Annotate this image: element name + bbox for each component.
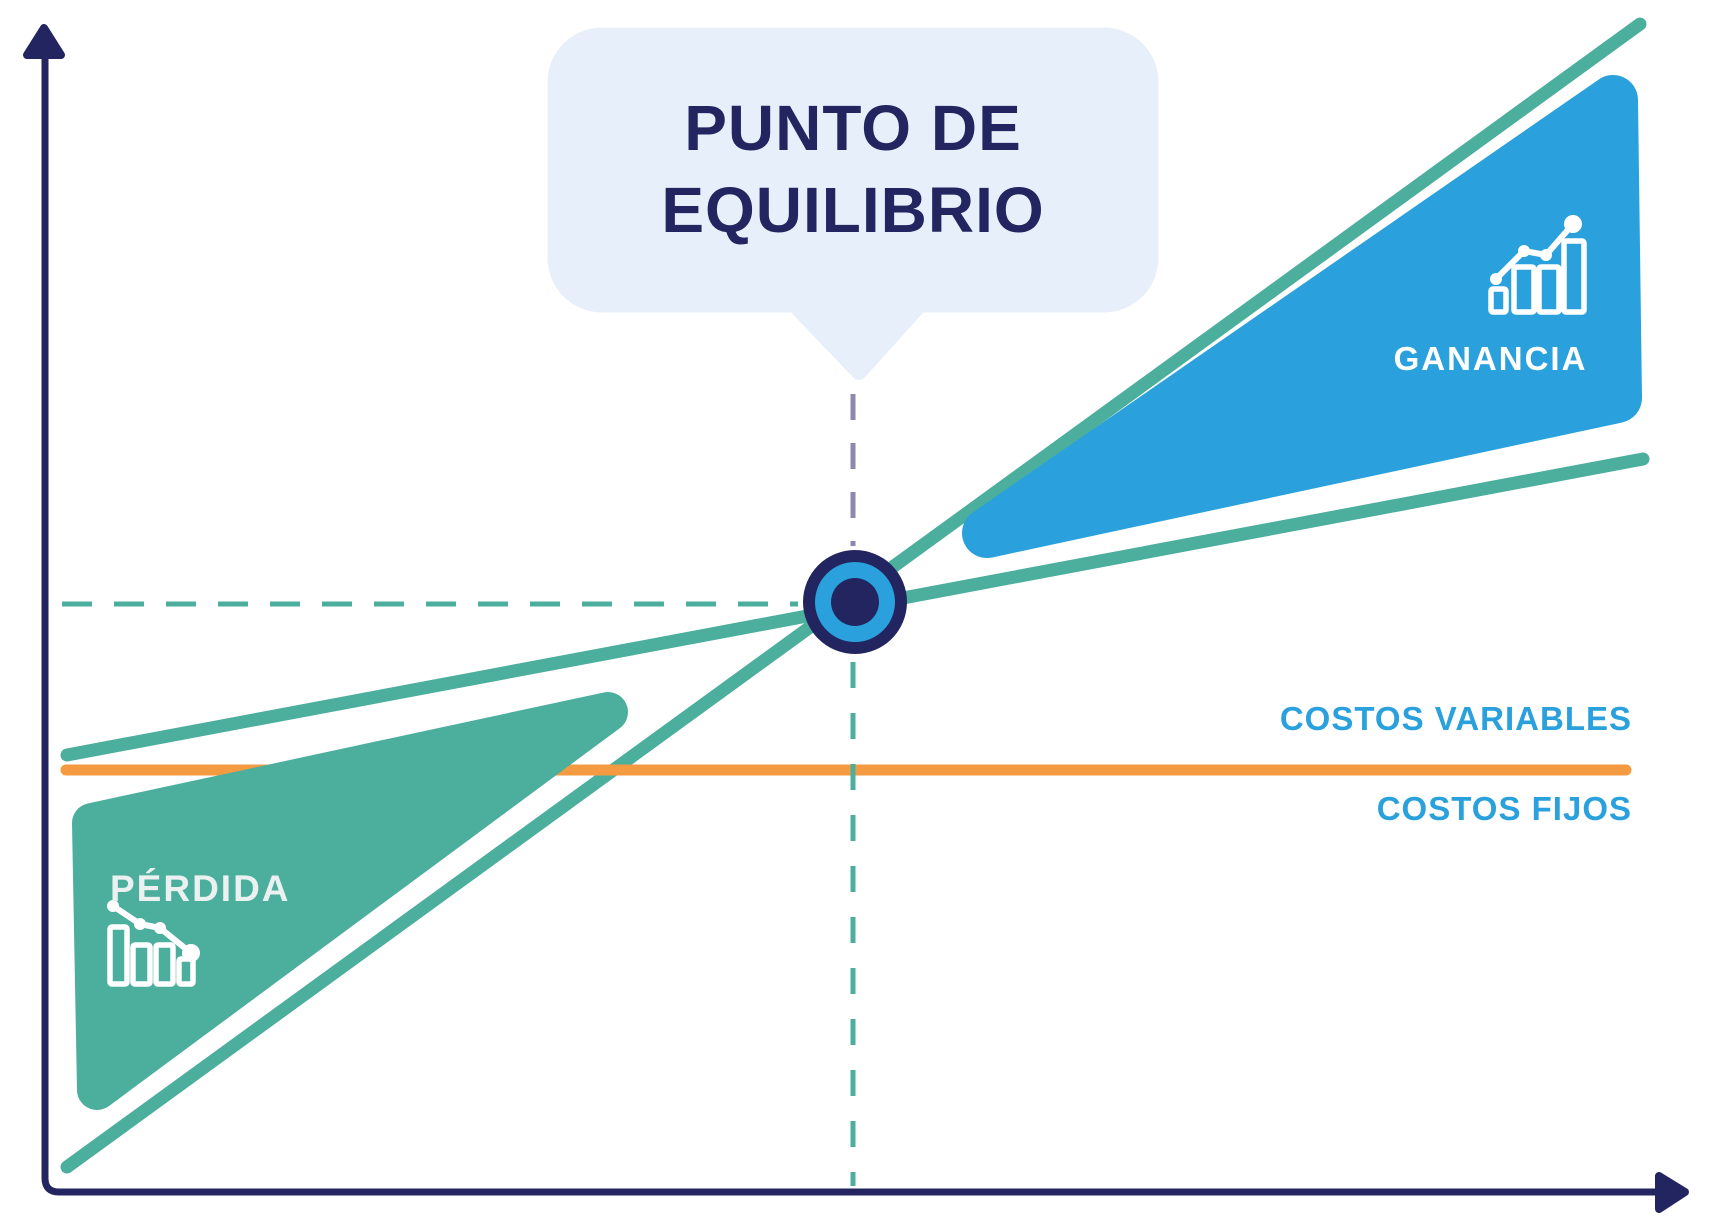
loss-label: PÉRDIDA <box>110 868 291 909</box>
trending-down-chart-icon <box>107 900 200 987</box>
title-line-2: EQUILIBRIO <box>661 174 1045 246</box>
variable-costs-label: COSTOS VARIABLES <box>1279 700 1632 737</box>
speech-bubble <box>547 27 1159 313</box>
profit-triangle <box>962 75 1642 558</box>
breakeven-point-marker <box>803 550 907 654</box>
profit-label: GANANCIA <box>1393 340 1588 377</box>
trending-up-chart-icon <box>1488 215 1587 315</box>
loss-triangle <box>72 692 628 1110</box>
marker-core <box>831 578 879 626</box>
y-axis-arrowhead-icon <box>23 24 65 59</box>
fixed-costs-label: COSTOS FIJOS <box>1376 790 1632 827</box>
axes <box>41 54 1660 1196</box>
diagram-title: PUNTO DE EQUILIBRIO <box>548 28 1158 312</box>
title-line-1: PUNTO DE <box>684 92 1022 165</box>
x-axis-arrowhead-icon <box>1655 1172 1689 1213</box>
